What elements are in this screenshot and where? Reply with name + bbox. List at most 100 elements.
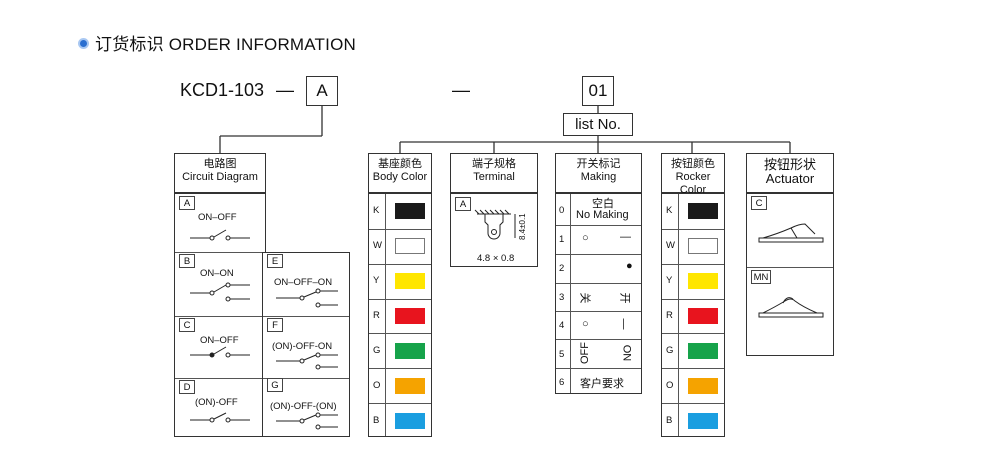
code-box-list: 01 xyxy=(582,76,614,106)
making-title-cn: 开关标记 xyxy=(576,158,621,170)
body-color-swatch xyxy=(395,273,425,290)
circuit-tag: B xyxy=(179,254,195,268)
circuit-tag: E xyxy=(267,254,283,268)
making-symbol-right: ON xyxy=(620,344,633,362)
rocker-color-swatch xyxy=(688,412,718,429)
circuit-title-en: Circuit Diagram xyxy=(182,171,258,183)
circuit-title-cn: 电路图 xyxy=(203,158,237,170)
making-code: 0 xyxy=(559,205,565,216)
rocker-color-swatch xyxy=(688,377,718,394)
terminal-dim-bottom: 4.8 × 0.8 xyxy=(477,253,515,264)
body-color-code: R xyxy=(373,310,380,321)
actuator-column: C MN xyxy=(746,193,834,356)
making-header: 开关标记 Making xyxy=(555,153,642,193)
circuit-column-right xyxy=(262,252,350,437)
circuit-label: ON–OFF xyxy=(198,212,237,223)
circuit-label: (ON)-OFF-ON xyxy=(272,341,333,352)
rocker-color-code: Y xyxy=(666,275,673,287)
rocker-color-header: 按钮颜色 Rocker Color xyxy=(661,153,725,196)
making-code: 3 xyxy=(559,292,565,303)
rocker-color-swatch xyxy=(688,308,718,324)
body-color-code: O xyxy=(373,379,381,391)
switch-symbol-a xyxy=(190,229,250,241)
switch-symbol-b xyxy=(190,282,250,302)
bullet-icon xyxy=(78,38,89,50)
code-box-circuit: A xyxy=(306,76,338,106)
heading-text: 订货标识 ORDER INFORMATION xyxy=(95,35,356,54)
switch-symbol-g xyxy=(276,412,338,430)
switch-symbol-f xyxy=(276,352,338,370)
model-code-line: KCD1-103 xyxy=(180,80,264,101)
model-prefix: KCD1-103 xyxy=(180,80,265,100)
rocker-color-title-cn: 按钮颜色 xyxy=(671,158,715,170)
switch-symbol-e xyxy=(276,288,338,308)
actuator-tag: C xyxy=(751,196,767,210)
making-column: 0 空白 No Making 1 ○ — 2 ● 3 关 开 4 ○ — 5 O… xyxy=(555,193,642,394)
rocker-color-swatch xyxy=(688,203,718,220)
making-symbol-left: ○ xyxy=(582,318,589,330)
circuit-tag: G xyxy=(267,378,283,392)
making-code: 6 xyxy=(559,377,565,388)
body-color-header: 基座颜色 Body Color xyxy=(368,153,432,193)
making-code: 2 xyxy=(559,263,565,274)
circuit-tag: D xyxy=(179,380,195,394)
making-symbol-left: ○ xyxy=(582,232,589,244)
body-color-code: K xyxy=(373,205,380,217)
rocker-color-swatch xyxy=(688,238,718,255)
body-color-swatch xyxy=(395,238,425,255)
body-color-code: B xyxy=(373,414,380,426)
rocker-shape-mn-icon xyxy=(758,297,824,318)
making-code: 5 xyxy=(559,349,565,360)
actuator-title-cn: 按钮形状 xyxy=(763,157,816,172)
making-symbol-right: — xyxy=(620,231,631,243)
actuator-header: 按钮形状 Actuator xyxy=(746,153,834,193)
body-color-code: W xyxy=(373,240,382,252)
terminal-header: 端子规格 Terminal xyxy=(450,153,538,193)
making-symbol-right: — xyxy=(617,318,630,330)
rocker-color-code: B xyxy=(666,414,673,426)
switch-symbol-d xyxy=(190,412,250,423)
making-symbol-left: 空白 xyxy=(592,198,614,210)
rocker-color-code: G xyxy=(666,344,674,356)
making-symbol-right: 开 xyxy=(618,292,631,304)
body-color-swatch xyxy=(395,342,425,359)
circuit-label: (ON)-OFF-(ON) xyxy=(270,401,337,412)
terminal-tag: A xyxy=(455,197,471,211)
switch-symbol-c xyxy=(190,346,250,358)
making-symbol-right: No Making xyxy=(576,209,629,221)
making-symbol-left: 客户要求 xyxy=(580,378,624,390)
terminal-box: A 8.4±0.1 4.8 × 0.8 xyxy=(450,193,538,267)
terminal-title-cn: 端子规格 xyxy=(472,158,516,170)
terminal-drawing xyxy=(474,209,516,240)
making-symbol-left: OFF xyxy=(579,342,591,364)
making-code: 4 xyxy=(559,320,565,331)
circuit-header: 电路图 Circuit Diagram xyxy=(174,153,266,193)
dash-separator: — xyxy=(452,80,470,100)
circuit-label: ON–OFF–ON xyxy=(274,277,333,288)
circuit-label: ON–OFF xyxy=(200,335,239,346)
rocker-color-swatch xyxy=(688,342,718,359)
making-code: 1 xyxy=(559,234,565,245)
body-color-title-en: Body Color xyxy=(372,171,428,183)
terminal-dim-side: 8.4±0.1 xyxy=(518,213,527,240)
rocker-color-code: K xyxy=(666,205,673,217)
circuit-label: (ON)-OFF xyxy=(195,397,238,408)
body-color-swatch xyxy=(395,377,425,394)
making-title-en: Making xyxy=(580,171,617,183)
making-symbol-left: 关 xyxy=(578,292,591,304)
circuit-tag: F xyxy=(267,318,283,332)
circuit-tag: A xyxy=(179,196,195,210)
body-color-title-cn: 基座颜色 xyxy=(378,158,422,170)
making-symbol-right: ● xyxy=(626,260,633,272)
rocker-color-swatch xyxy=(688,273,718,290)
section-heading: 订货标识 ORDER INFORMATION xyxy=(78,30,356,55)
body-color-swatch xyxy=(395,308,425,324)
rocker-color-code: W xyxy=(666,240,675,252)
body-color-code: Y xyxy=(373,275,380,287)
rocker-color-code: R xyxy=(666,310,673,321)
dash-separator: — xyxy=(276,80,294,100)
